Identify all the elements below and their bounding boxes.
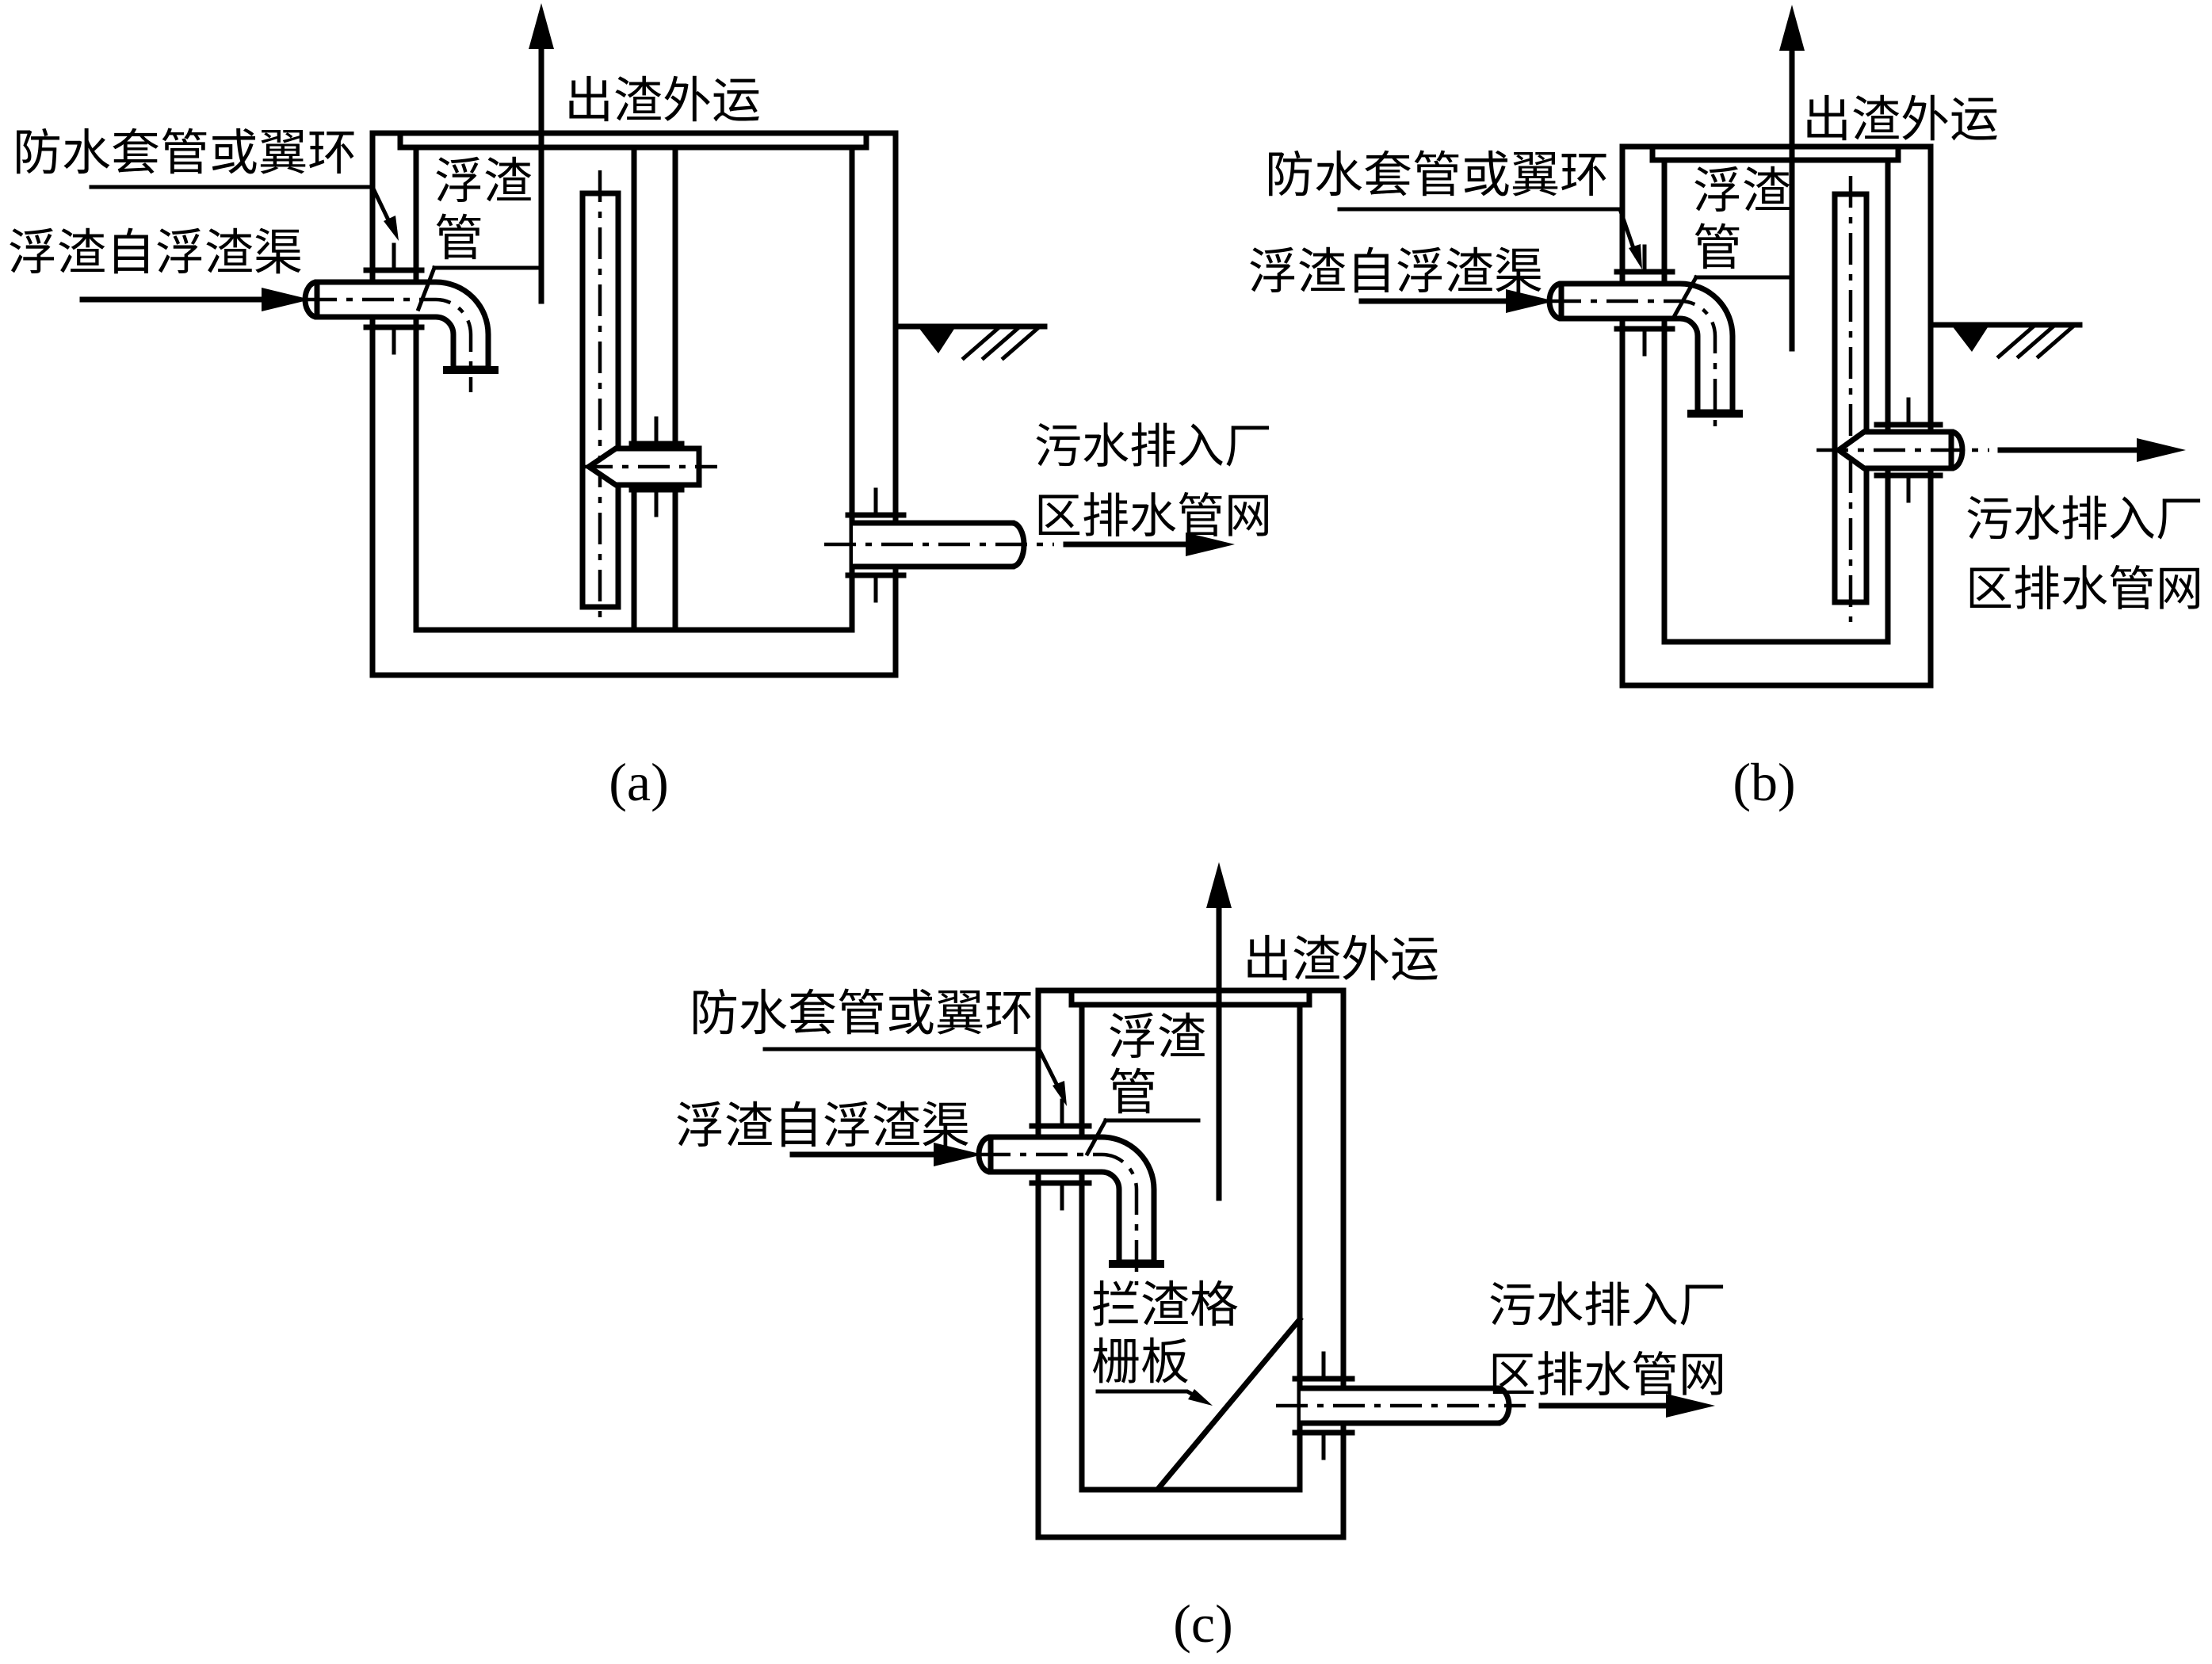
elbow-pipe: [314, 279, 491, 372]
label-scum-pipe-b-2: 管: [1693, 222, 1742, 276]
label-scum-pipe-a-2: 管: [434, 212, 483, 266]
discharge-channel-a: [631, 144, 678, 633]
slag-out-arrow-c: [1206, 862, 1232, 1201]
scum-pipe-label-a: 浮渣 管: [415, 155, 544, 312]
elbow-pipe: [988, 1134, 1157, 1265]
right-arrowhead: [2137, 438, 2186, 462]
slag-out-arrow-b: [1779, 5, 1805, 352]
scum-pipe-label-b: 浮渣 管: [1671, 165, 1794, 320]
leader-arrowhead: [384, 216, 399, 241]
caption-c: (c): [1173, 1593, 1232, 1654]
elbow-pipe: [1558, 281, 1736, 415]
sleeve-leader-c: [762, 1046, 1067, 1106]
label-scum-pipe-c-1: 浮渣: [1108, 1011, 1206, 1065]
outflow-arrow-c: [1538, 1394, 1715, 1418]
inflow-pipe-c: [976, 1134, 1164, 1285]
inflow-arrow-b: [1358, 289, 1555, 313]
label-sleeve-c: 防水套管或翼环: [690, 987, 1033, 1041]
label-outflow-a-1: 污水排入厂: [1034, 421, 1272, 473]
wall-sleeve-a: [363, 242, 425, 355]
diagram-a: 出渣外运 防水套管或翼环 浮渣自浮渣渠 浮: [8, 3, 1272, 812]
right-arrowhead: [1666, 1394, 1715, 1418]
tank-outer-wall: [369, 130, 899, 678]
label-scum-pipe-c-2: 管: [1108, 1067, 1157, 1120]
ground-wedge: [918, 326, 956, 353]
tank-b: [1619, 143, 1934, 689]
tank-inner-wall: [1079, 1002, 1303, 1493]
label-inflow-c: 浮渣自浮渣渠: [675, 1100, 970, 1154]
label-grid-plate-c-2: 栅板: [1091, 1336, 1190, 1390]
tank-c: [1035, 987, 1347, 1540]
inflow-pipe-centerline: [979, 1152, 1139, 1285]
suction-pipe-a: [579, 170, 621, 626]
outflow-arrow-a: [1063, 532, 1235, 556]
caption-a: (a): [609, 752, 668, 812]
leader-arrowhead: [1188, 1389, 1213, 1406]
grid-plate-c: [1155, 1315, 1304, 1492]
up-arrowhead: [1779, 5, 1805, 51]
grid-plate-label-c: 拦渣格 栅板: [1091, 1279, 1239, 1406]
label-slag-out-b: 出渣外运: [1802, 94, 1999, 147]
up-arrowhead: [529, 3, 554, 49]
leader-arrowhead: [1629, 244, 1642, 269]
tank-cover-plate: [1068, 987, 1312, 1008]
right-arrowhead: [1506, 289, 1555, 313]
label-inflow-b: 浮渣自浮渣渠: [1248, 246, 1543, 300]
suction-pipe-b: [1832, 176, 1870, 622]
inflow-pipe-centerline: [305, 297, 473, 392]
slag-out-arrow-a: [529, 3, 554, 304]
label-sleeve-a: 防水套管或翼环: [13, 127, 357, 181]
leader-arrowhead: [1053, 1081, 1067, 1106]
sleeve-leader-a: [89, 184, 399, 241]
scum-pipe-label-c: 浮渣 管: [1084, 1011, 1206, 1157]
label-inflow-a: 浮渣自浮渣渠: [8, 227, 303, 281]
tank-inner-wall: [1661, 157, 1891, 645]
outlet-nozzle-b: [1817, 397, 1989, 503]
ground-wedge: [1951, 325, 1989, 352]
label-slag-out-c: 出渣外运: [1243, 933, 1439, 987]
label-sleeve-b: 防水套管或翼环: [1265, 149, 1609, 203]
right-arrowhead: [934, 1143, 983, 1166]
label-slag-out-a: 出渣外运: [564, 74, 761, 128]
label-grid-plate-c-1: 拦渣格: [1091, 1279, 1239, 1333]
label-scum-pipe-b-1: 浮渣: [1693, 165, 1791, 219]
label-outflow-c-1: 污水排入厂: [1488, 1280, 1726, 1332]
inflow-arrow-c: [789, 1143, 983, 1166]
wall-sleeve-b: [1614, 244, 1675, 357]
diagram-c: 出渣外运 防水套管或翼环 浮渣自浮渣渠 浮渣 管: [675, 862, 1726, 1654]
label-scum-pipe-a-1: 浮渣: [434, 155, 533, 209]
label-outflow-b-2: 区排水管网: [1966, 563, 2203, 616]
diagram-b: 出渣外运 防水套管或翼环 浮渣自浮渣渠 浮渣 管: [1248, 5, 2203, 812]
tank-cover-plate: [1649, 143, 1901, 163]
up-arrowhead: [1206, 862, 1232, 908]
label-outflow-b-1: 污水排入厂: [1966, 494, 2203, 546]
outflow-arrow-b: [1997, 438, 2186, 462]
ground-symbol-a: [892, 323, 1048, 361]
ground-symbol-b: [1927, 322, 2083, 360]
inflow-arrow-a: [79, 288, 311, 311]
label-outflow-c-2: 区排水管网: [1488, 1349, 1726, 1402]
inflow-pipe-a: [302, 279, 499, 392]
inflow-pipe-b: [1546, 281, 1743, 434]
right-arrowhead: [262, 288, 311, 311]
wall-sleeve-c: [1029, 1098, 1092, 1211]
sleeve-leader-b: [1337, 206, 1642, 269]
outlet-pipe-c: [1276, 1351, 1526, 1460]
tank-outer-wall: [1035, 987, 1347, 1540]
label-outflow-a-2: 区排水管网: [1034, 490, 1272, 543]
right-arrowhead: [1186, 532, 1235, 556]
caption-b: (b): [1733, 752, 1795, 812]
tank-outer-wall: [1619, 143, 1934, 689]
outlet-pipe-a: [824, 487, 1054, 603]
suction-nozzle-a: [581, 416, 717, 517]
